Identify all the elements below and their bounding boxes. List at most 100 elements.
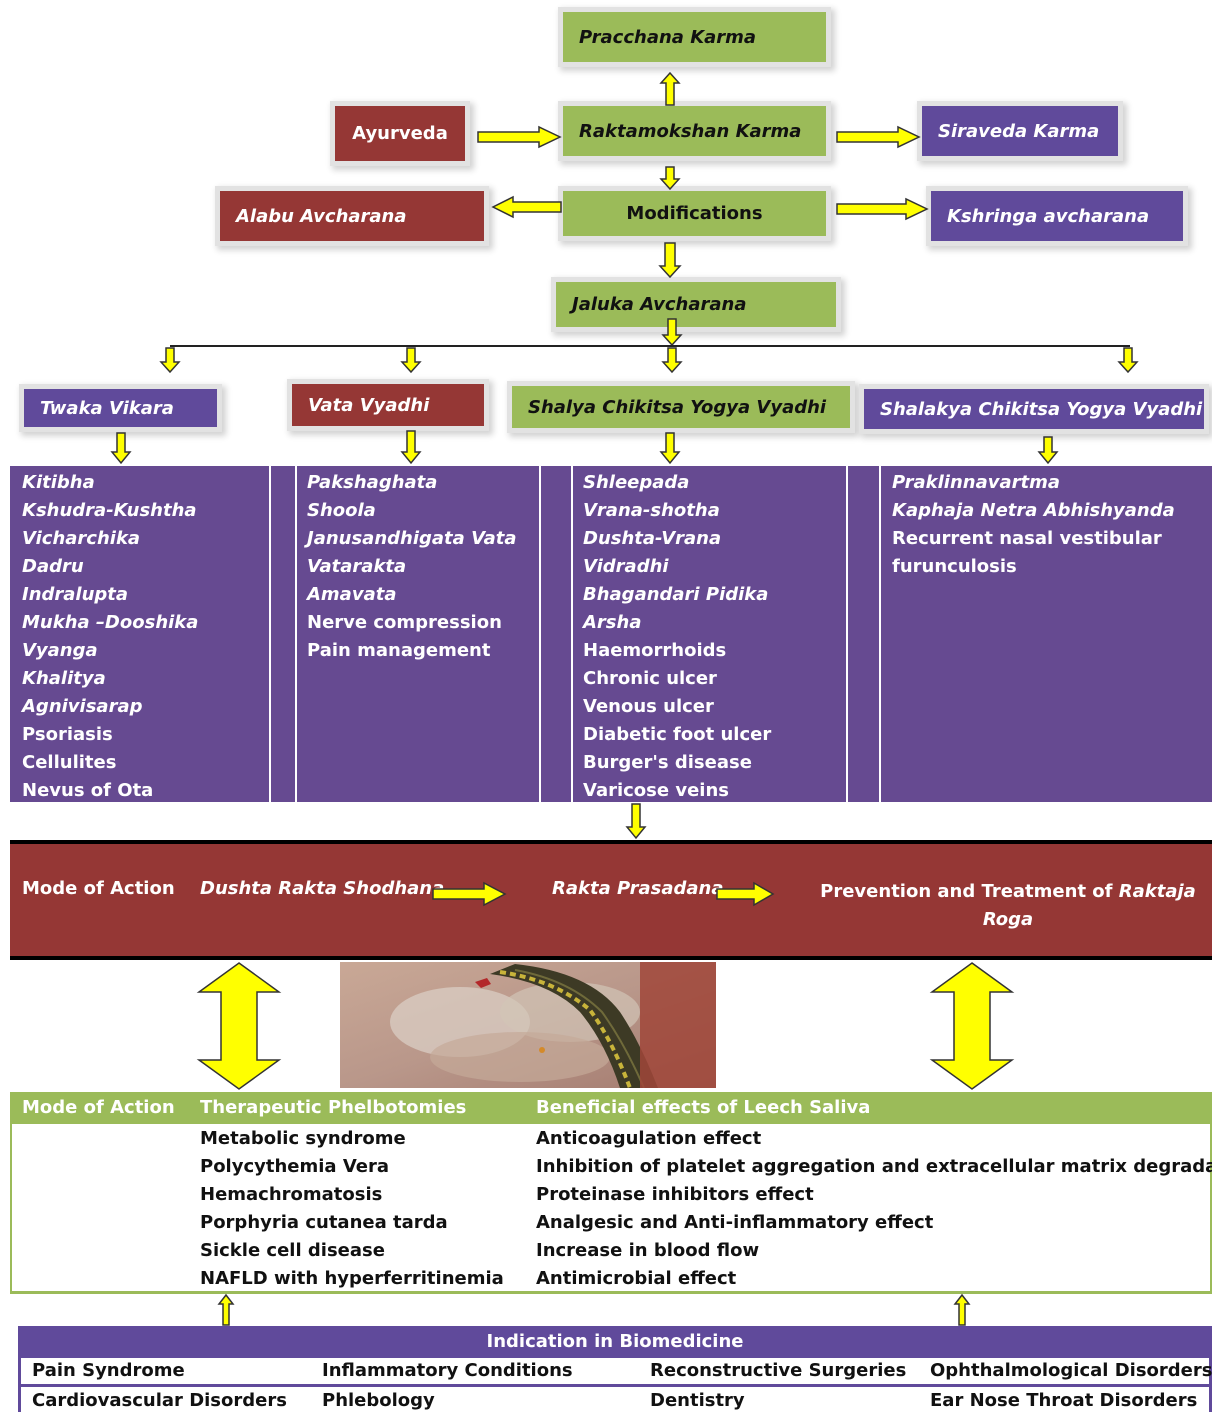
list-item: Diabetic foot ulcer [583, 724, 772, 745]
list-item: Haemorrhoids [583, 640, 727, 661]
double-arrow-icon [196, 962, 282, 1090]
list-item: Nevus of Ota [22, 780, 154, 801]
list-item: Vyanga [22, 640, 98, 661]
mode-of-action-band: Mode of Action Dushta Rakta Shodhana Rak… [10, 840, 1212, 960]
arrow-up-icon [217, 1293, 235, 1326]
column-divider [848, 466, 879, 802]
list-item: Chronic ulcer [583, 668, 717, 689]
list-item: Kitibha [22, 472, 95, 493]
list-item: Venous ulcer [583, 696, 714, 717]
arrow-down-icon [625, 803, 647, 840]
arrow-right-icon [716, 881, 775, 907]
list-item: Shoola [307, 500, 376, 521]
raktamokshan-karma-box: Raktamokshan Karma [563, 106, 826, 156]
list-item: Arsha [583, 612, 642, 633]
arrow-down-icon [110, 432, 132, 465]
biomed-cell: Phlebology [322, 1390, 435, 1411]
list-item: Praklinnavartma [892, 472, 1061, 493]
leech-therapy-photo [340, 962, 716, 1088]
list-item: Varicose veins [583, 780, 730, 801]
list-item: Metabolic syndrome [200, 1128, 406, 1149]
list-item: Increase in blood flow [536, 1240, 760, 1261]
list-item: Analgesic and Anti-inflammatory effect [536, 1212, 934, 1233]
arrow-up-icon [659, 71, 681, 106]
biomedicine-row-divider [18, 1384, 1212, 1387]
arrow-down-icon [159, 347, 181, 374]
shalakya-chikitsa-box: Shalakya Chikitsa Yogya Vyadhi [864, 389, 1204, 429]
biomed-cell: Ophthalmological Disorders [930, 1360, 1212, 1381]
mode-of-action-label: Mode of Action [22, 878, 175, 899]
list-item: Bhagandari Pidika [583, 584, 769, 605]
arrow-down-icon [661, 318, 683, 347]
list-item: Polycythemia Vera [200, 1156, 390, 1177]
ayurveda-box: Ayurveda [335, 106, 465, 161]
raktaja-text: Raktaja [1118, 881, 1196, 902]
list-item: Khalitya [22, 668, 106, 689]
mode-of-action-body [10, 1124, 1212, 1294]
arrow-down-icon [661, 347, 683, 374]
list-item: Vicharchika [22, 528, 141, 549]
arrow-down-icon [400, 430, 422, 465]
arrow-right-icon [477, 125, 562, 149]
prevention-treatment: Prevention and Treatment of Raktaja Roga [818, 878, 1198, 934]
biomed-cell: Dentistry [650, 1390, 745, 1411]
list-item: Hemachromatosis [200, 1184, 383, 1205]
arrow-down-icon [1037, 436, 1059, 465]
list-item: Nerve compression [307, 612, 502, 633]
list-item: Pakshaghata [307, 472, 438, 493]
vata-vyadhi-box: Vata Vyadhi [292, 384, 484, 426]
arrow-right-icon [836, 125, 921, 149]
list-item: Vatarakta [307, 556, 407, 577]
list-item: Anticoagulation effect [536, 1128, 762, 1149]
kshringa-avcharana-box: Kshringa avcharana [931, 191, 1183, 241]
arrow-down-icon [659, 432, 681, 465]
column-divider [541, 466, 571, 802]
twaka-vikara-box: Twaka Vikara [24, 389, 217, 427]
list-item: Amavata [307, 584, 397, 605]
shalya-chikitsa-box: Shalya Chikitsa Yogya Vyadhi [512, 386, 850, 428]
alabu-avcharana-box: Alabu Avcharana [220, 191, 484, 241]
mode-of-action-label: Mode of Action [22, 1097, 175, 1118]
list-item: Agnivisarap [22, 696, 143, 717]
arrow-left-icon [491, 195, 562, 219]
modifications-box: Modifications [563, 191, 826, 236]
siraveda-karma-box: Siraveda Karma [922, 106, 1118, 156]
biomed-cell: Inflammatory Conditions [322, 1360, 573, 1381]
arrow-down-icon [400, 347, 422, 374]
list-item: Vrana-shotha [583, 500, 720, 521]
dushta-rakta-shodhana: Dushta Rakta Shodhana [200, 878, 445, 899]
pracchana-karma-box: Pracchana Karma [563, 12, 826, 62]
prevention-text: Prevention and Treatment of [820, 881, 1119, 902]
roga-text: Roga [982, 909, 1034, 930]
arrow-up-icon [953, 1293, 971, 1326]
list-item: Mukha –Dooshika [22, 612, 199, 633]
list-item: Burger's disease [583, 752, 752, 773]
list-item: Pain management [307, 640, 491, 661]
list-item: Janusandhigata Vata [307, 528, 517, 549]
arrow-right-icon [836, 197, 929, 221]
list-item: Kshudra-Kushtha [22, 500, 197, 521]
list-item: Antimicrobial effect [536, 1268, 737, 1289]
list-item: Psoriasis [22, 724, 113, 745]
list-item: Inhibition of platelet aggregation and e… [536, 1156, 1212, 1177]
biomed-cell: Ear Nose Throat Disorders [930, 1390, 1198, 1411]
list-item: Dushta-Vrana [583, 528, 722, 549]
phlebotomies-heading: Therapeutic Phelbotomies [200, 1097, 467, 1118]
rakta-prasadana: Rakta Prasadana [552, 878, 724, 899]
biomed-cell: Reconstructive Surgeries [650, 1360, 907, 1381]
list-item: NAFLD with hyperferritinemia [200, 1268, 504, 1289]
list-item: Kaphaja Netra Abhishyanda [892, 500, 1175, 521]
double-arrow-icon [929, 962, 1015, 1090]
mode-of-action-header: Mode of Action Therapeutic Phelbotomies … [10, 1092, 1212, 1124]
list-item: Vidradhi [583, 556, 669, 577]
list-item: Indralupta [22, 584, 129, 605]
arrow-down-icon [659, 166, 681, 191]
column-divider [271, 466, 295, 802]
list-item: Cellulites [22, 752, 117, 773]
arrow-right-icon [432, 881, 507, 907]
